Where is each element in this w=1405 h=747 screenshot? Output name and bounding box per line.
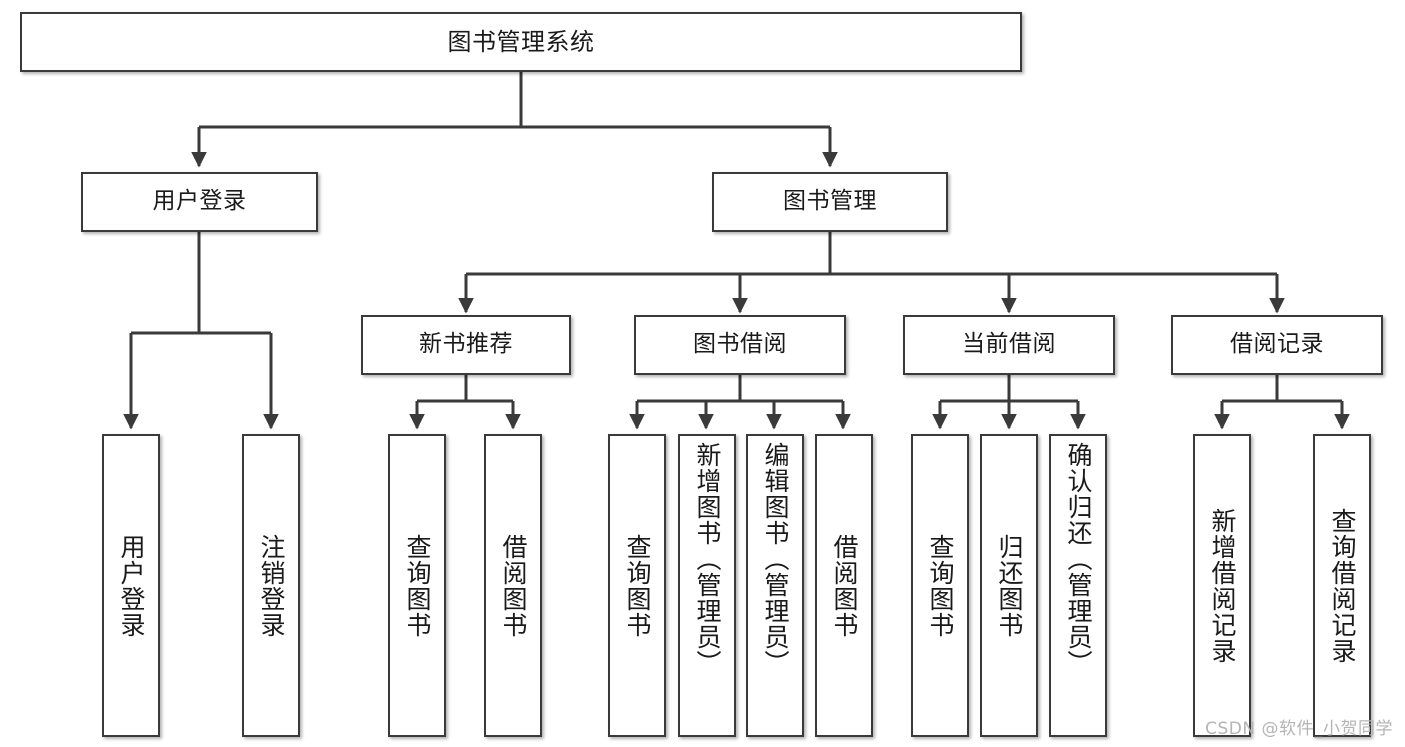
node-leaf-confirm-return[interactable]: 确认归还（管理员） — [1049, 434, 1107, 737]
node-leaf-logout-label: 注销登录 — [257, 533, 286, 638]
node-leaf-return-book-label: 归还图书 — [995, 533, 1024, 638]
node-leaf-query-book-3[interactable]: 查询图书 — [911, 434, 969, 737]
node-leaf-logout[interactable]: 注销登录 — [242, 434, 300, 737]
node-leaf-query-book-2-label: 查询图书 — [623, 533, 652, 638]
node-user-login[interactable]: 用户登录 — [81, 172, 318, 232]
node-current-borrow-label: 当前借阅 — [962, 331, 1056, 358]
node-root-label: 图书管理系统 — [447, 27, 595, 56]
node-user-login-label: 用户登录 — [152, 188, 247, 215]
node-borrow-record[interactable]: 借阅记录 — [1171, 315, 1383, 375]
node-leaf-query-book-2[interactable]: 查询图书 — [608, 434, 666, 737]
node-leaf-edit-book[interactable]: 编辑图书（管理员） — [746, 434, 804, 737]
node-leaf-query-book-3-label: 查询图书 — [926, 533, 955, 638]
node-leaf-borrow-book-2[interactable]: 借阅图书 — [815, 434, 873, 737]
node-leaf-add-record[interactable]: 新增借阅记录 — [1193, 434, 1251, 737]
node-leaf-borrow-book-2-label: 借阅图书 — [830, 533, 859, 638]
node-current-borrow[interactable]: 当前借阅 — [903, 315, 1115, 375]
node-leaf-add-book-label: 新增图书（管理员） — [693, 442, 722, 676]
node-leaf-query-book-1-label: 查询图书 — [403, 533, 432, 638]
watermark: CSDN @软件_小贺同学 — [1205, 719, 1393, 739]
node-leaf-query-record-label: 查询借阅记录 — [1328, 507, 1357, 664]
node-root[interactable]: 图书管理系统 — [20, 12, 1022, 72]
node-new-book-rec-label: 新书推荐 — [419, 331, 513, 358]
node-book-manage-label: 图书管理 — [783, 188, 877, 215]
node-borrow-record-label: 借阅记录 — [1230, 331, 1324, 358]
node-leaf-user-login-label: 用户登录 — [117, 533, 146, 638]
node-book-manage[interactable]: 图书管理 — [712, 172, 948, 232]
node-new-book-rec[interactable]: 新书推荐 — [361, 315, 571, 375]
node-leaf-edit-book-label: 编辑图书（管理员） — [761, 442, 790, 676]
node-leaf-borrow-book-1-label: 借阅图书 — [499, 533, 528, 638]
node-leaf-return-book[interactable]: 归还图书 — [980, 434, 1038, 737]
node-leaf-add-book[interactable]: 新增图书（管理员） — [678, 434, 736, 737]
node-book-borrow-label: 图书借阅 — [693, 331, 787, 358]
node-leaf-confirm-return-label: 确认归还（管理员） — [1064, 442, 1093, 676]
node-leaf-query-book-1[interactable]: 查询图书 — [388, 434, 446, 737]
node-leaf-user-login[interactable]: 用户登录 — [102, 434, 160, 737]
node-leaf-query-record[interactable]: 查询借阅记录 — [1313, 434, 1371, 737]
node-leaf-borrow-book-1[interactable]: 借阅图书 — [484, 434, 542, 737]
node-book-borrow[interactable]: 图书借阅 — [634, 315, 846, 375]
node-leaf-add-record-label: 新增借阅记录 — [1208, 507, 1237, 664]
